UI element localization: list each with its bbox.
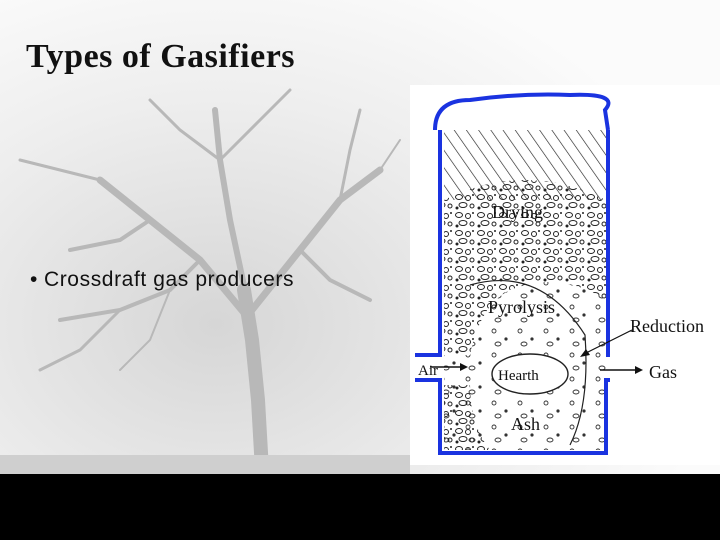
bullet-item: •Crossdraft gas producers [30, 268, 294, 292]
hopper-lid [433, 92, 611, 131]
gasifier-schematic [415, 92, 643, 455]
drying-zone [444, 180, 606, 355]
label-hearth: Hearth [498, 368, 539, 384]
label-ash: Ash [511, 414, 541, 434]
bullet-marker: • [30, 268, 38, 291]
label-pyrolysis: Pyrolysis [488, 297, 556, 317]
bullet-text: Crossdraft gas producers [43, 268, 295, 291]
slide-title: Types of Gasifiers [26, 38, 296, 75]
label-air: Air [418, 363, 438, 379]
vessel-wall-lower [415, 378, 610, 455]
hearth-zone [491, 353, 569, 395]
vessel-wall-left-upper [415, 130, 442, 357]
crossdraft-gasifier-diagram: Drying Pyrolysis Reduction Air Hearth Ga… [410, 85, 720, 465]
label-drying: Drying [492, 202, 543, 222]
label-gas: Gas [649, 362, 677, 382]
reduction-boundary [469, 279, 587, 446]
ash-zone [444, 385, 490, 450]
vessel-wall-right-upper [606, 130, 610, 357]
reduction-pointer [585, 329, 633, 354]
label-reduction: Reduction [630, 316, 704, 336]
footer-bar [0, 474, 720, 540]
